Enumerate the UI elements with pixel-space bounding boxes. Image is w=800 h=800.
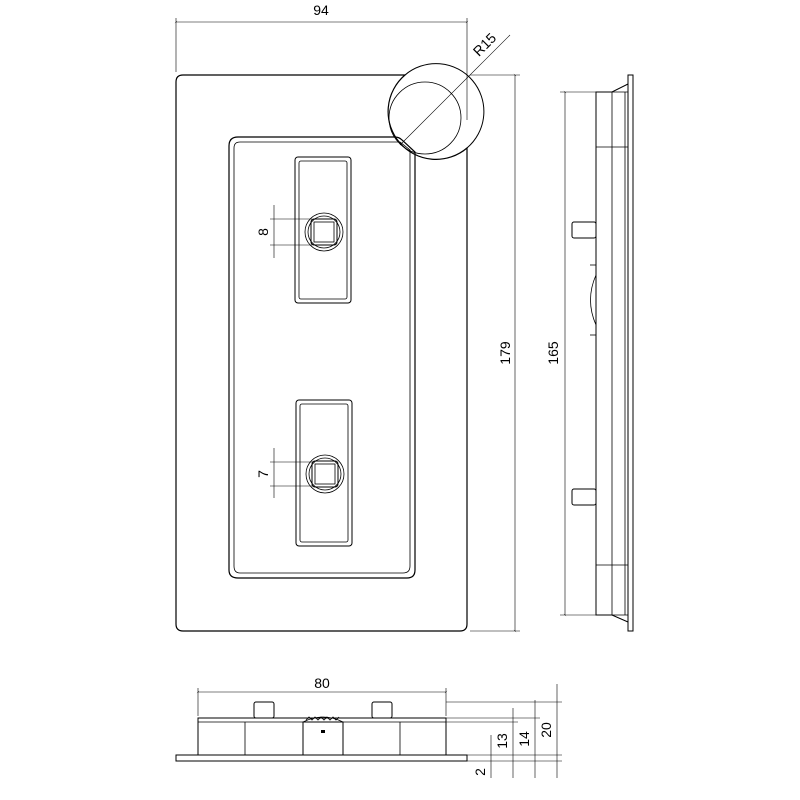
bottom-pin-right bbox=[371, 701, 393, 719]
upper-slot-inner bbox=[298, 160, 348, 300]
bottom-pin-left bbox=[253, 701, 275, 719]
dim-corner-radius: R15 bbox=[470, 30, 500, 60]
dim-bottom-width: 80 bbox=[314, 675, 330, 691]
side-view: 165 bbox=[545, 74, 634, 632]
notch-circle bbox=[388, 81, 462, 155]
dim-square-bottom: 7 bbox=[255, 470, 271, 478]
outer-plate-outline bbox=[175, 74, 468, 632]
upper-drive bbox=[304, 212, 344, 252]
bottom-body bbox=[197, 717, 447, 756]
bottom-clip bbox=[302, 716, 344, 756]
dim-side-height: 165 bbox=[545, 341, 561, 365]
upper-slot bbox=[294, 156, 352, 304]
bottom-plate bbox=[175, 754, 468, 762]
dim-square-top: 8 bbox=[255, 228, 271, 236]
dim-overall-width: 94 bbox=[313, 2, 329, 18]
dim-plate-2: 2 bbox=[472, 768, 488, 776]
bottom-view: 80 20 14 13 2 bbox=[175, 675, 562, 778]
dim-depth-20: 20 bbox=[538, 722, 554, 738]
lower-slot bbox=[295, 399, 353, 547]
dim-depth-14: 14 bbox=[516, 731, 532, 747]
notch-arc bbox=[404, 63, 485, 149]
dim-depth-13: 13 bbox=[494, 733, 510, 749]
side-pin-bottom bbox=[571, 488, 597, 506]
lower-slot-inner bbox=[299, 403, 349, 543]
side-body bbox=[595, 83, 629, 623]
dim-overall-height: 179 bbox=[497, 341, 513, 365]
side-plate bbox=[627, 74, 634, 632]
lower-drive bbox=[305, 454, 345, 494]
inner-panel-outer bbox=[228, 136, 416, 579]
side-pin-top bbox=[571, 221, 597, 239]
inner-panel-inner bbox=[233, 141, 411, 574]
side-knurl bbox=[590, 274, 597, 326]
front-view: 94 R15 179 8 7 bbox=[174, 2, 520, 633]
